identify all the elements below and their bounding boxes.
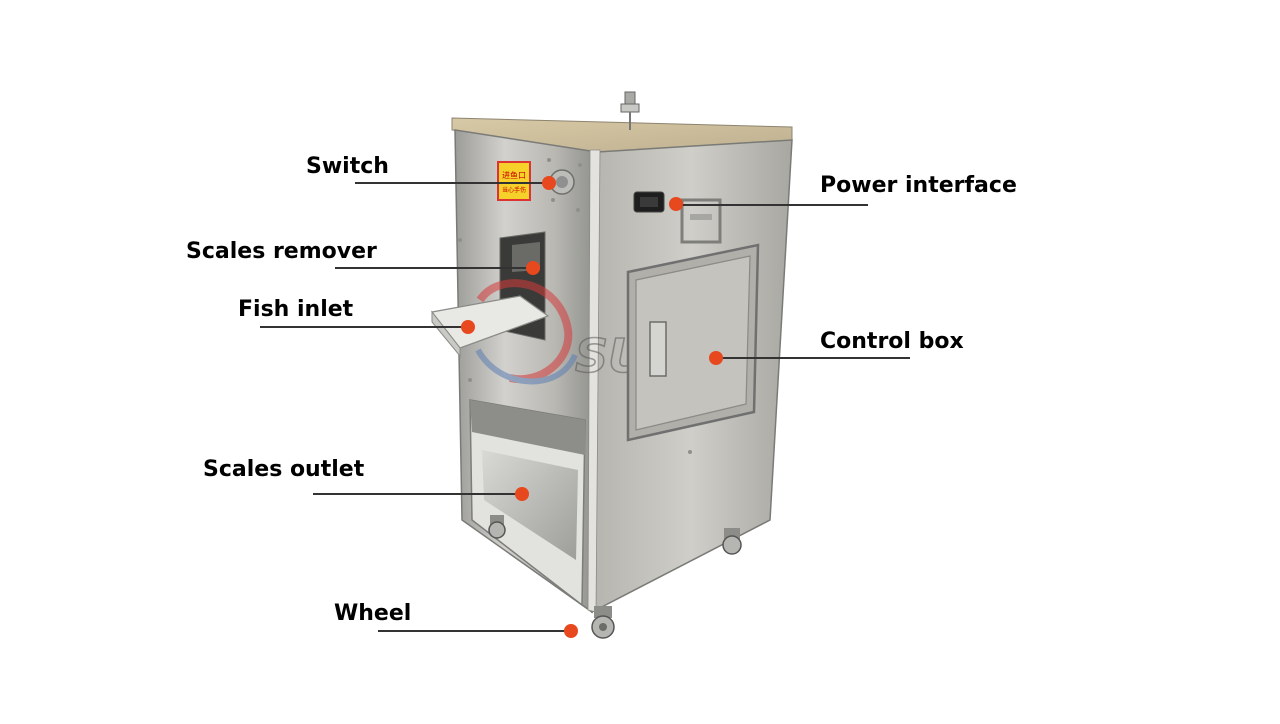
wheel-label: Wheel bbox=[334, 601, 412, 626]
marker-dots bbox=[461, 176, 723, 638]
switch-marker-dot bbox=[542, 176, 556, 190]
control-box-label: Control box bbox=[820, 329, 964, 354]
fish-inlet-label: Fish inlet bbox=[238, 297, 354, 322]
wheel-front-right bbox=[591, 606, 615, 639]
side-handle bbox=[680, 198, 722, 244]
power-interface-marker-dot bbox=[669, 197, 683, 211]
wheel-back-right bbox=[722, 528, 742, 555]
warning-plate: 进鱼口 当心手伤 bbox=[497, 161, 531, 201]
control-box-door bbox=[626, 243, 760, 442]
fish-inlet-marker-dot bbox=[461, 320, 475, 334]
power-interface-label: Power interface bbox=[820, 173, 1017, 198]
fish-inlet-chute bbox=[430, 295, 550, 358]
scales-outlet-opening bbox=[469, 399, 586, 607]
plate-text-1: 进鱼口 bbox=[502, 170, 526, 180]
switch-label: Switch bbox=[306, 154, 389, 179]
scales-remover-label: Scales remover bbox=[186, 239, 377, 264]
scales-outlet-label: Scales outlet bbox=[203, 457, 365, 482]
rivets bbox=[458, 158, 692, 454]
plate-text-2: 当心手伤 bbox=[502, 186, 526, 194]
control-box-marker-dot bbox=[709, 351, 723, 365]
power-socket bbox=[633, 191, 665, 213]
wheel-marker-dot bbox=[564, 624, 578, 638]
top-bolt bbox=[620, 91, 640, 130]
scales-outlet-marker-dot bbox=[515, 487, 529, 501]
wheel-front-left bbox=[488, 515, 506, 539]
leader-lines bbox=[260, 182, 910, 632]
scales-remover-marker-dot bbox=[526, 261, 540, 275]
